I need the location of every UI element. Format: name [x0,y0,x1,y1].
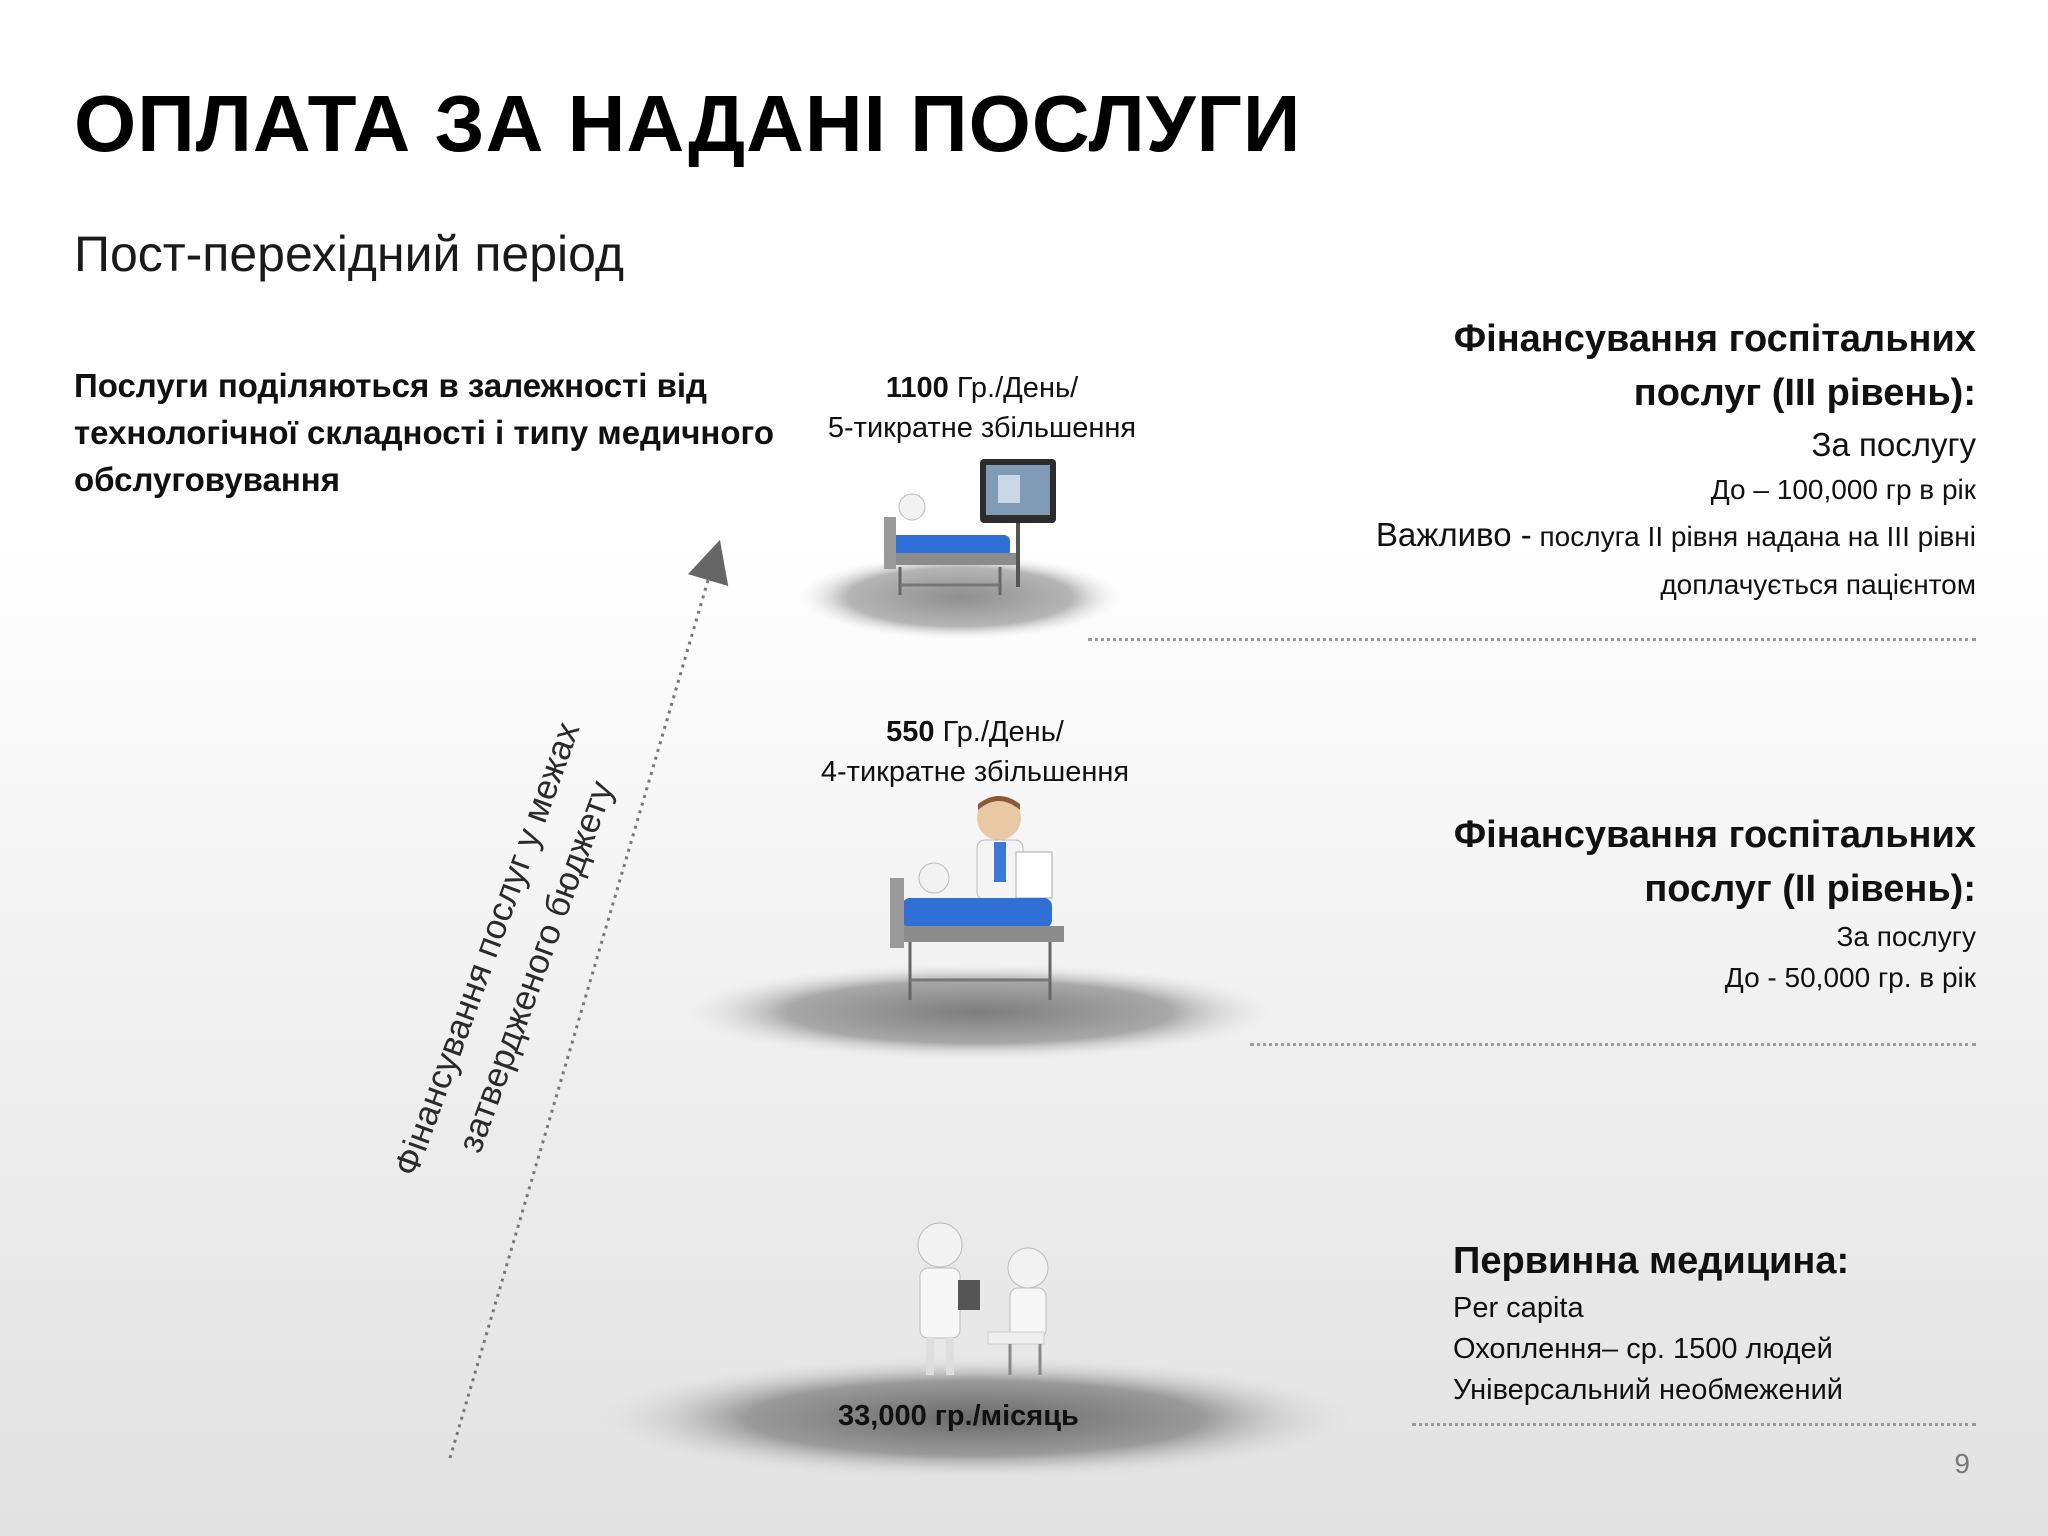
level2-divider [1250,1043,1976,1046]
level2-rate-unit: Гр./День/ [934,716,1064,748]
level3-info: Фінансування госпітальних послуг (III рі… [1376,312,1976,603]
primary-line3: Універсальний необмежений [1453,1374,1843,1406]
level3-heading-line2: послуг (III рівень): [1633,372,1976,414]
level2-payment: За послугу [1836,921,1976,952]
level3-rate-unit: Гр./День/ [948,372,1079,404]
level3-note-strong: Важливо - [1375,516,1532,553]
doctor-patient-illustration [590,1210,1380,1480]
hospital-bed-monitor-illustration [800,455,1120,640]
level3-payment: За послугу [1811,426,1976,463]
slide-title: ОПЛАТА ЗА НАДАНІ ПОСЛУГИ [74,79,1302,168]
level3-heading-line1: Фінансування госпітальних [1453,318,1976,360]
primary-divider [1412,1423,1976,1426]
platform-primary [595,1356,1355,1480]
level2-info: Фінансування госпітальних послуг (II рів… [1454,808,1976,998]
intro-text: Послуги поділяються в залежності від тех… [74,367,774,498]
level3-rate-value: 1100 [885,372,949,404]
primary-line2: Охоплення– ср. 1500 людей [1453,1333,1833,1365]
level2-heading-line1: Фінансування госпітальних [1453,814,1976,856]
primary-info: Первинна медицина: Per capita Охоплення–… [1453,1234,1849,1411]
level3-note-rest: послуга II рівня надана на III рівні [1531,521,1977,552]
platform-level2 [684,964,1274,1060]
slide-subtitle: Пост-перехідний період [74,226,625,282]
primary-heading: Первинна медицина: [1453,1240,1850,1282]
level2-rate-caption: 550 Гр./День/ 4-тикратне збільшення [800,712,1150,792]
level3-note-line2: доплачується пацієнтом [1660,569,1976,600]
level2-limit: До - 50,000 гр. в рік [1724,962,1976,993]
level3-increase: 5-тикратне збільшення [827,412,1137,444]
primary-rate-label: 33,000 гр./місяць [838,1400,1079,1432]
platform-level3 [800,555,1120,639]
page-number: 9 [1954,1448,1970,1479]
level3-limit: До – 100,000 гр в рік [1710,474,1976,505]
primary-line1: Per capita [1453,1292,1584,1324]
level3-rate-caption: 1100 Гр./День/ 5-тикратне збільшення [812,368,1152,448]
level2-heading-line2: послуг (II рівень): [1644,868,1976,910]
doctor-bed-illustration [684,790,1274,1060]
level2-increase: 4-тикратне збільшення [820,756,1130,788]
level2-rate-value: 550 [886,716,935,748]
level3-divider [1088,638,1976,641]
